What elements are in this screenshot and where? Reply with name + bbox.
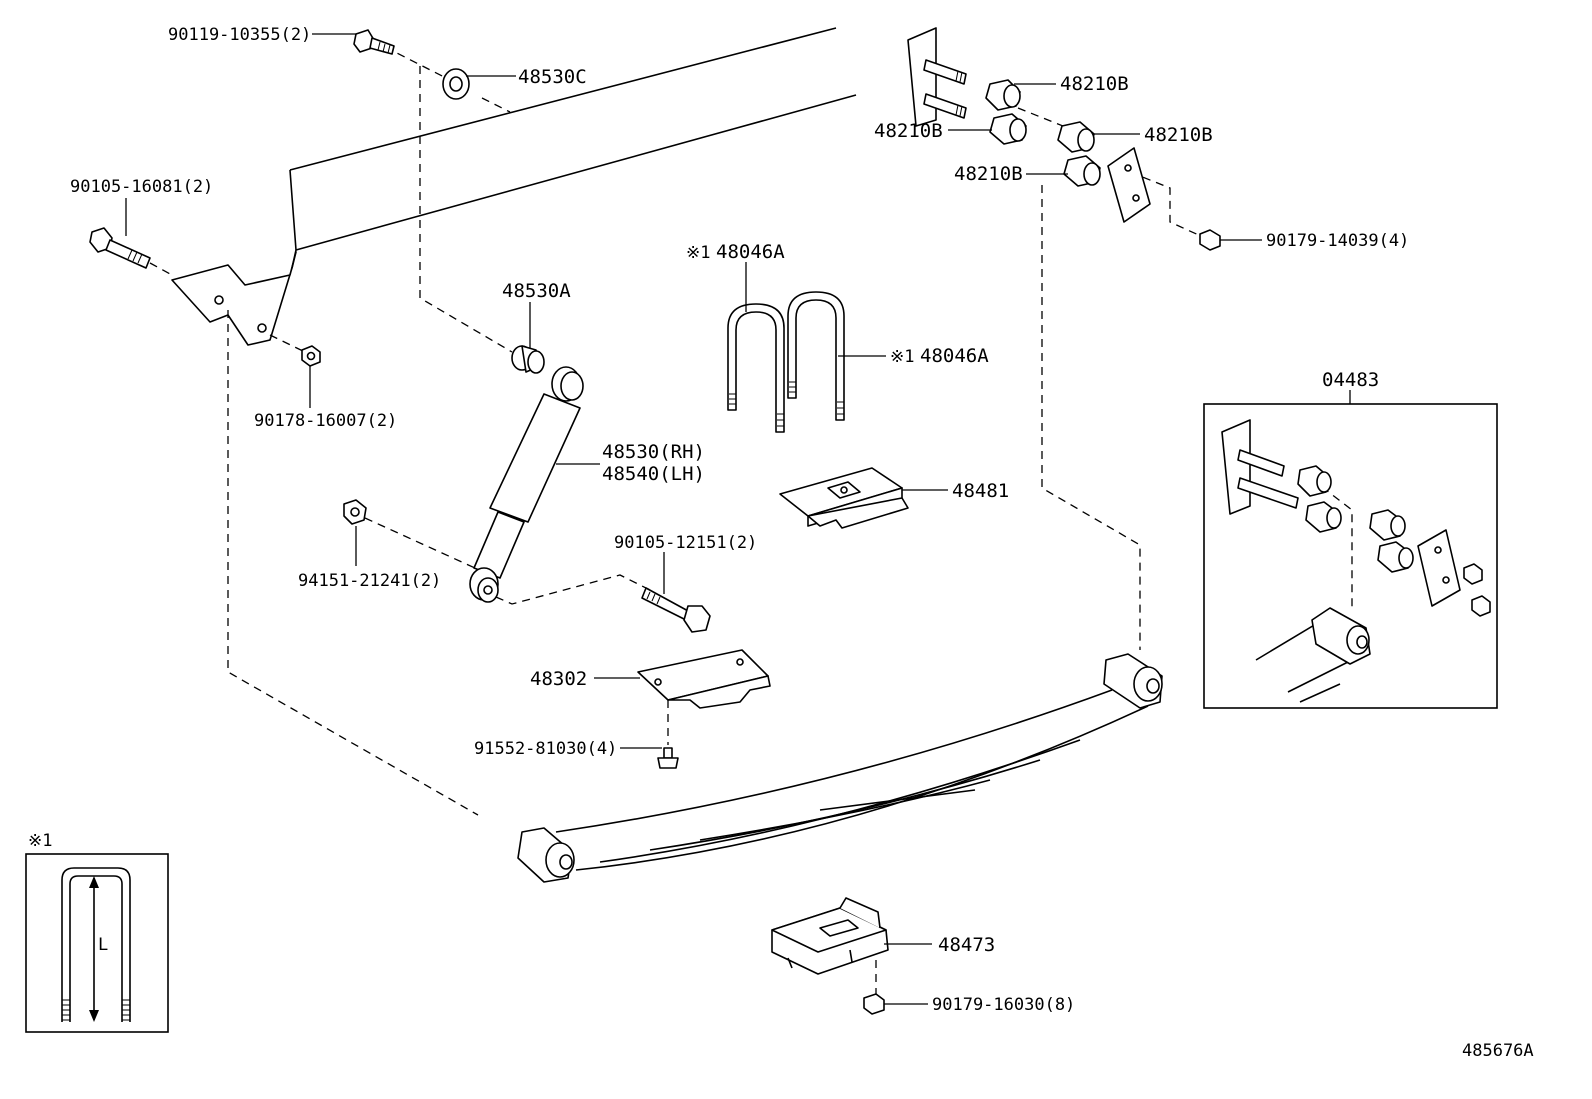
label-48210b-1: 48210B <box>1060 73 1129 95</box>
label-90105-12151: 90105-12151(2) <box>614 533 757 553</box>
label-48473: 48473 <box>938 934 995 956</box>
label-94151-21241: 94151-21241(2) <box>298 571 441 591</box>
label-48530a: 48530A <box>502 280 571 302</box>
label-48046a-2: 48046A <box>920 345 989 367</box>
leader-lines <box>125 33 1351 1005</box>
bolt-90105-16081-icon <box>89 227 151 269</box>
label-04483: 04483 <box>1322 369 1379 391</box>
bolt-90119-icon <box>353 29 395 55</box>
u-bolt-2-icon <box>787 291 845 421</box>
washer-48530c-icon <box>442 68 470 100</box>
cushion-48530a-icon <box>511 345 545 374</box>
bush-48210b-2-icon <box>989 113 1027 145</box>
shackle-48210-icon <box>907 27 967 127</box>
label-48210b-3: 48210B <box>1144 124 1213 146</box>
u-bolt-1-icon <box>727 303 785 433</box>
nut-94151-icon <box>343 499 367 525</box>
guide-lines <box>149 46 1353 995</box>
label-91552-81030: 91552-81030(4) <box>474 739 617 759</box>
label-48481: 48481 <box>952 480 1009 502</box>
label-90119-10355: 90119-10355(2) <box>168 25 311 45</box>
label-48540-lh: 48540(LH) <box>602 463 705 485</box>
label-90105-16081: 90105-16081(2) <box>70 177 213 197</box>
bolt-90105-12151-icon <box>641 587 711 633</box>
shackle-plate-icon <box>1107 147 1151 223</box>
label-48210b-4: 48210B <box>954 163 1023 185</box>
part-labels: 90119-10355(2) 48530C 90105-16081(2) 901… <box>28 25 1534 1061</box>
leaf-spring-icon <box>517 653 1163 883</box>
plate-48473-icon <box>771 897 889 975</box>
inset-note-label: ※1 <box>28 831 52 851</box>
spring-seat-48481-icon <box>779 467 909 529</box>
frame-rail <box>171 27 857 346</box>
label-u-bolt-2-note: ※1 <box>890 347 914 367</box>
label-48302: 48302 <box>530 668 587 690</box>
bush-48210b-4-icon <box>1063 155 1101 187</box>
shock-absorber-icon <box>469 366 584 603</box>
u-bolt-dimension-inset <box>25 853 169 1033</box>
label-48530-rh: 48530(RH) <box>602 441 705 463</box>
figure-id: 485676A <box>1462 1041 1534 1061</box>
bush-48210b-3-icon <box>1057 121 1095 153</box>
bush-48210b-1-icon <box>985 79 1021 111</box>
nut-90179-14039-icon <box>1199 229 1221 251</box>
nut-90178-icon <box>301 345 321 367</box>
label-48046a-1: 48046A <box>716 241 785 263</box>
label-48530c: 48530C <box>518 66 587 88</box>
label-48210b-2: 48210B <box>874 120 943 142</box>
label-90179-14039: 90179-14039(4) <box>1266 231 1409 251</box>
bracket-48302-icon <box>637 649 771 709</box>
inset-dimension-label: L <box>98 935 108 955</box>
nut-90179-16030-icon <box>863 993 885 1015</box>
label-90179-16030: 90179-16030(8) <box>932 995 1075 1015</box>
kit-04483-box <box>1203 403 1498 709</box>
label-90178-16007: 90178-16007(2) <box>254 411 397 431</box>
screw-91552-icon <box>657 747 679 769</box>
label-u-bolt-1-note: ※1 <box>686 243 710 263</box>
